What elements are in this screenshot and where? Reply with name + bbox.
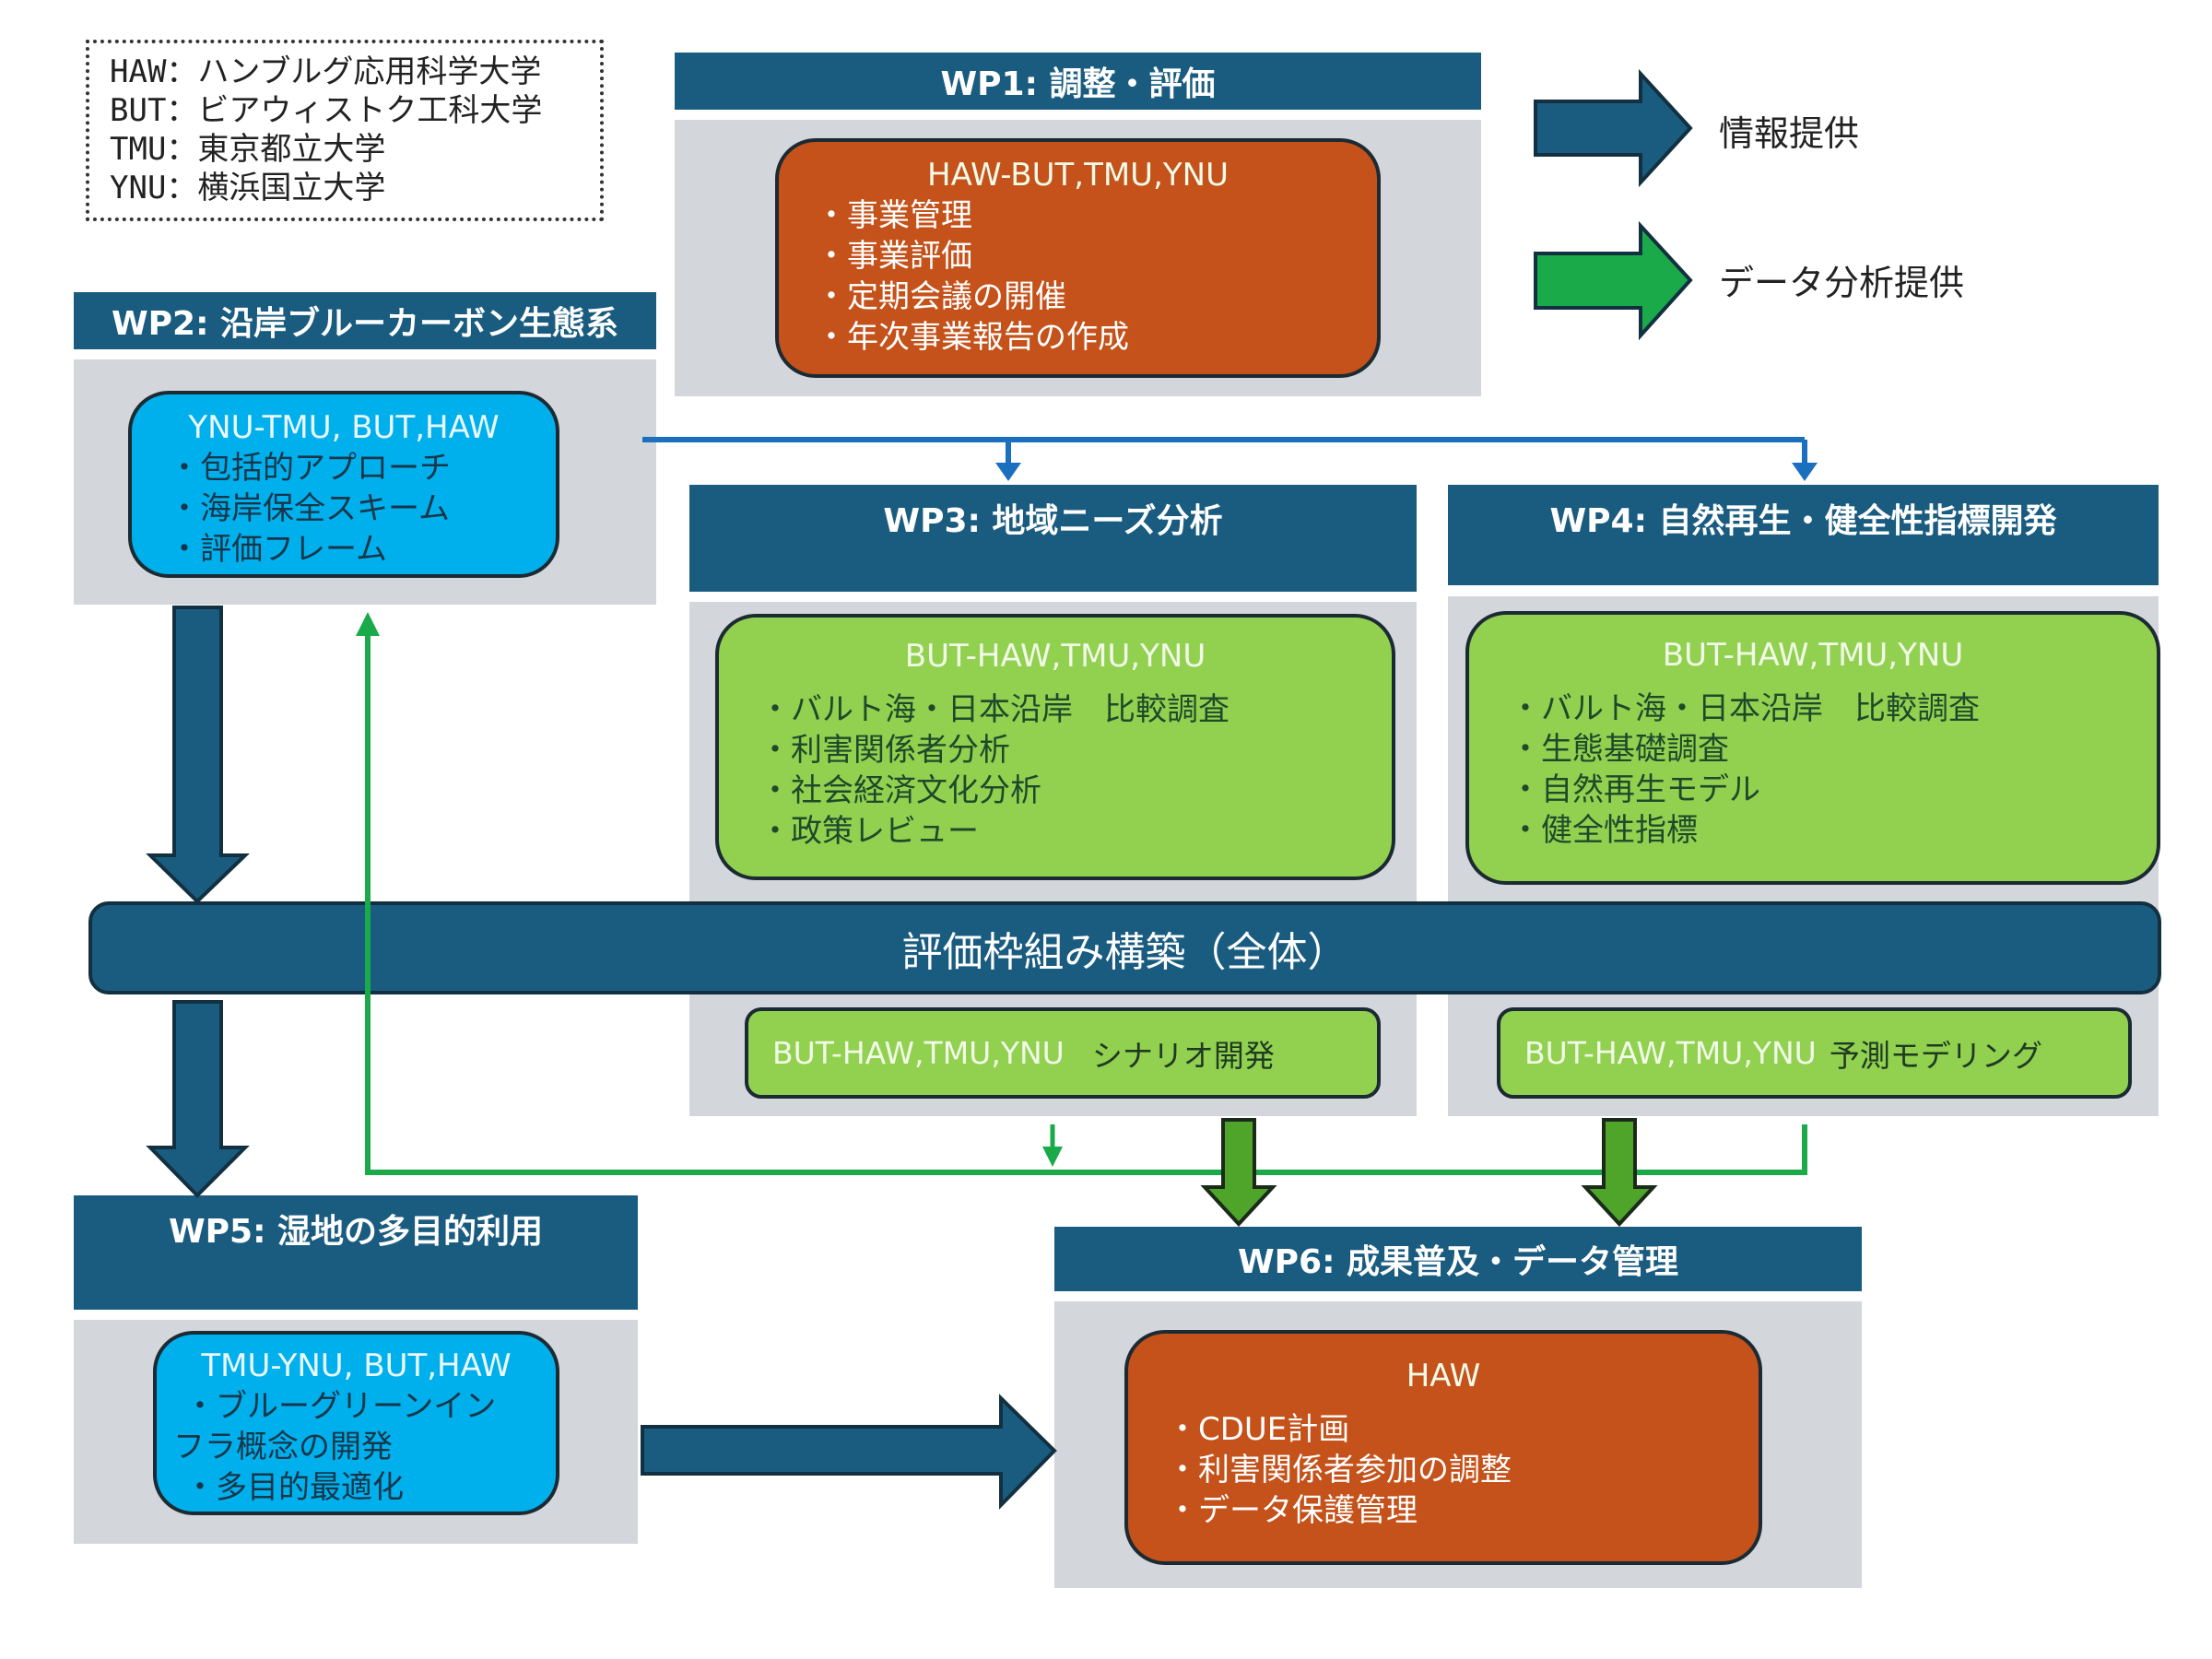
wp2-org: YNU-TMU, BUT,HAW <box>188 409 500 446</box>
wp6-org: HAW <box>1406 1358 1481 1394</box>
band-label: 評価枠組み構築（全体） <box>901 928 1348 976</box>
wp3-title: WP3: 地域ニーズ分析 <box>883 502 1223 540</box>
arrow-down-icon <box>146 606 250 904</box>
legend-data-label: データ分析提供 <box>1719 263 1965 303</box>
wp2-card: YNU-TMU, BUT,HAW ・包括的アプローチ ・海岸保全スキーム ・評価… <box>128 391 559 578</box>
arrow-down-icon <box>146 1000 250 1198</box>
wp2-item: ・海岸保全スキーム <box>169 490 450 527</box>
wp4-subtask-label: 予測モデリング <box>1829 1037 2042 1074</box>
wp4-org: BUT-HAW,TMU,YNU <box>1662 637 1964 674</box>
arrow-down-icon <box>1792 463 1818 481</box>
wp4-item: ・バルト海・日本沿岸 比較調査 <box>1510 690 1980 727</box>
legend-entry: TMU：東京都立大学 <box>110 131 386 168</box>
wp4-card: BUT-HAW,TMU,YNU ・バルト海・日本沿岸 比較調査 ・生態基礎調査 … <box>1465 611 2160 885</box>
wp2-item: ・包括的アプローチ <box>169 450 451 487</box>
wp5-item: ・ブルーグリーンイン <box>184 1388 497 1425</box>
legend-data-arrow-icon <box>1534 220 1693 341</box>
wp5-org: TMU-YNU, BUT,HAW <box>201 1347 512 1384</box>
arrow-down-icon <box>1042 1147 1063 1167</box>
wp1-org: HAW-BUT,TMU,YNU <box>927 157 1229 194</box>
wp4-item: ・自然再生モデル <box>1510 771 1760 808</box>
wp3-item: ・利害関係者分析 <box>759 732 1010 769</box>
wp1-item: ・事業評価 <box>816 238 972 275</box>
wp6-item: ・利害関係者参加の調整 <box>1167 1452 1512 1488</box>
legend-info-label: 情報提供 <box>1719 113 1860 154</box>
wp3-item: ・バルト海・日本沿岸 比較調査 <box>759 691 1230 728</box>
wp1-header: WP1: 調整・評価 <box>675 53 1481 110</box>
wp3-subtask-org: BUT-HAW,TMU,YNU <box>772 1035 1065 1071</box>
wp5-header: WP5: 湿地の多目的利用 <box>74 1195 638 1310</box>
abbreviation-legend: HAW：ハンブルグ応用科学大学 BUT：ビアウィストク工科大学 TMU：東京都立… <box>86 40 604 221</box>
arrow-down-icon <box>1200 1118 1277 1227</box>
arrow-up-icon <box>356 612 380 636</box>
wp3-header: WP3: 地域ニーズ分析 <box>689 485 1417 592</box>
wp1-card: HAW-BUT,TMU,YNU ・事業管理 ・事業評価 ・定期会議の開催 ・年次… <box>775 138 1381 378</box>
wp1-title: WP1: 調整・評価 <box>940 65 1216 103</box>
legend-entry: BUT：ビアウィストク工科大学 <box>110 92 543 129</box>
wp5-item: ・多目的最適化 <box>184 1469 404 1506</box>
wp3-item: ・社会経済文化分析 <box>759 772 1041 809</box>
wp4-subtask: BUT-HAW,TMU,YNU 予測モデリング <box>1497 1007 2132 1099</box>
wp4-subtask-org: BUT-HAW,TMU,YNU <box>1524 1035 1817 1071</box>
wp2-title: WP2: 沿岸ブルーカーボン生態系 <box>111 305 619 343</box>
wp1-item: ・定期会議の開催 <box>816 278 1066 315</box>
wp6-item: ・CDUE計画 <box>1167 1411 1350 1448</box>
wp5-title: WP5: 湿地の多目的利用 <box>168 1213 544 1251</box>
wp1-item: ・年次事業報告の作成 <box>816 319 1129 356</box>
wp3-subtask: BUT-HAW,TMU,YNU シナリオ開発 <box>745 1007 1381 1099</box>
arrow-right-icon <box>641 1394 1057 1510</box>
data-feedback-line <box>365 625 1807 1175</box>
wp6-title: WP6: 成果普及・データ管理 <box>1237 1243 1679 1281</box>
wp5-item: フラ概念の開発 <box>173 1429 393 1465</box>
wp2-header: WP2: 沿岸ブルーカーボン生態系 <box>74 292 656 349</box>
wp5-card: TMU-YNU, BUT,HAW ・ブルーグリーンイン フラ概念の開発 ・多目的… <box>153 1331 559 1515</box>
wp3-subtask-label: シナリオ開発 <box>1091 1037 1275 1074</box>
wp4-title: WP4: 自然再生・健全性指標開発 <box>1549 502 2057 540</box>
wp6-card: HAW ・CDUE計画 ・利害関係者参加の調整 ・データ保護管理 <box>1124 1330 1762 1565</box>
arrow-down-icon <box>1581 1118 1658 1227</box>
arrow-down-icon <box>995 463 1021 481</box>
legend-entry: HAW：ハンブルグ応用科学大学 <box>110 53 542 90</box>
wp3-item: ・政策レビュー <box>759 813 979 850</box>
legend-entry: YNU：横浜国立大学 <box>110 170 386 206</box>
wp4-header: WP4: 自然再生・健全性指標開発 <box>1448 485 2159 585</box>
legend-info-arrow-icon <box>1534 68 1693 188</box>
wp4-item: ・健全性指標 <box>1510 812 1698 849</box>
wp6-header: WP6: 成果普及・データ管理 <box>1054 1227 1862 1291</box>
wp3-card: BUT-HAW,TMU,YNU ・バルト海・日本沿岸 比較調査 ・利害関係者分析… <box>715 614 1395 880</box>
wp4-item: ・生態基礎調査 <box>1510 731 1729 768</box>
assessment-framework-band: 評価枠組み構築（全体） <box>88 901 2161 994</box>
wp2-item: ・評価フレーム <box>169 531 387 568</box>
wp6-item: ・データ保護管理 <box>1167 1492 1418 1529</box>
wp1-item: ・事業管理 <box>816 197 972 234</box>
wp3-org: BUT-HAW,TMU,YNU <box>904 638 1206 675</box>
